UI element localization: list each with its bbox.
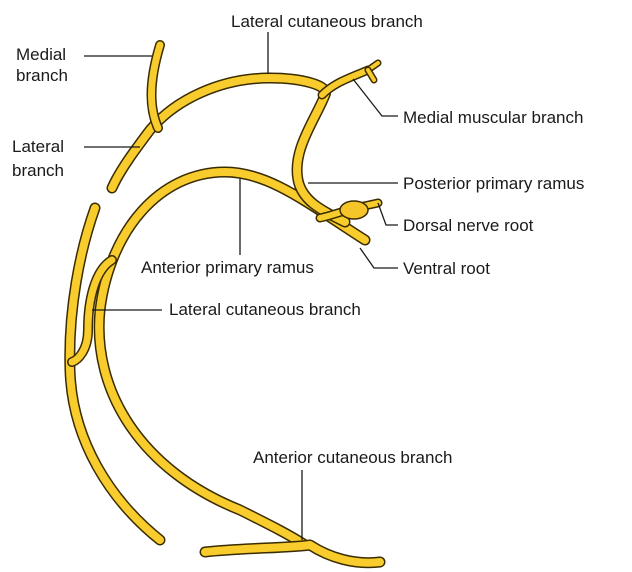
label-anterior-cutaneous: Anterior cutaneous branch <box>253 448 452 467</box>
label-lateral-branch-line1: Lateral <box>12 137 64 156</box>
anterior-primary-ramus-outline <box>99 172 365 545</box>
label-lateral-cutaneous-mid: Lateral cutaneous branch <box>169 300 361 319</box>
medial-muscular-twig-2 <box>368 70 374 80</box>
leader-ventral-root <box>360 248 398 268</box>
label-anterior-primary-ramus: Anterior primary ramus <box>141 258 314 277</box>
medial-muscular-branch <box>322 70 368 95</box>
label-dorsal-nerve-root: Dorsal nerve root <box>403 216 534 235</box>
label-lateral-branch-line2: branch <box>12 161 64 180</box>
label-medial-branch-line1: Medial <box>16 45 66 64</box>
anterior-primary-ramus <box>99 172 365 545</box>
label-ventral-root: Ventral root <box>403 259 490 278</box>
label-posterior-primary-ramus: Posterior primary ramus <box>403 174 584 193</box>
label-lateral-cutaneous-top: Lateral cutaneous branch <box>231 12 423 31</box>
dorsal-root-ganglion <box>340 201 368 219</box>
label-medial-muscular: Medial muscular branch <box>403 108 583 127</box>
label-medial-branch-line2: branch <box>16 66 68 85</box>
leader-medial-muscular <box>353 79 398 116</box>
